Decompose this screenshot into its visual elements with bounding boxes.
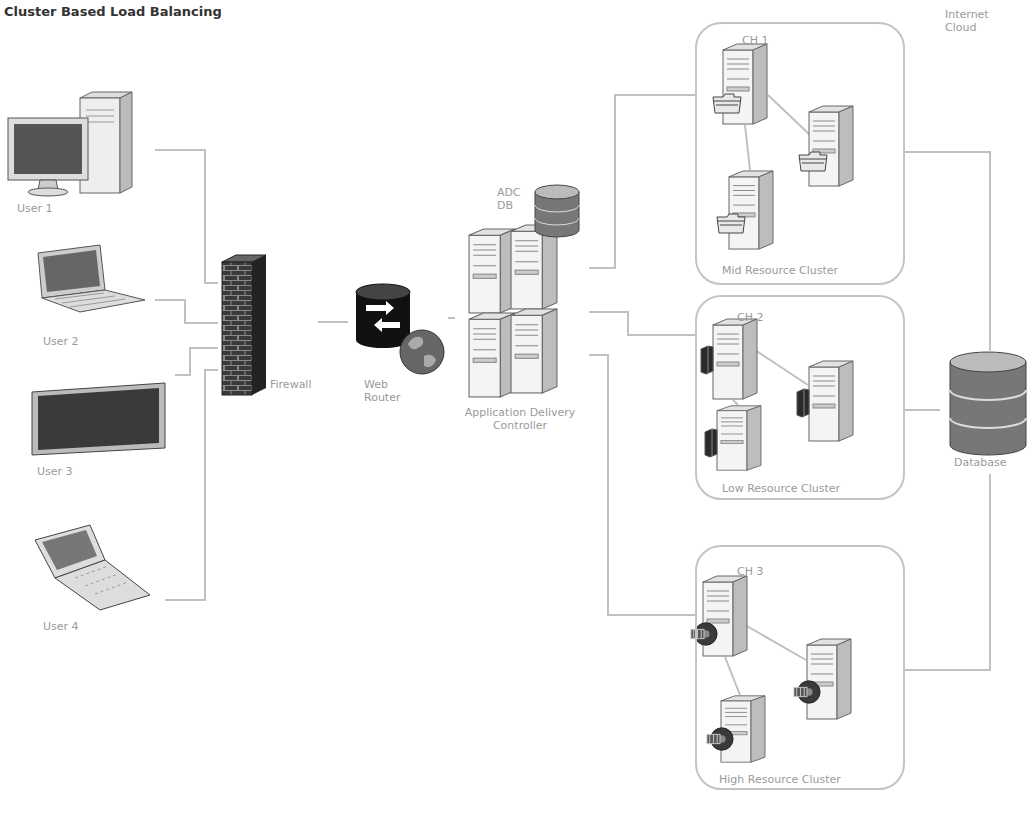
desktop-icon [28, 188, 68, 196]
database-node: Database [940, 352, 1026, 474]
high-cluster-servers [807, 639, 851, 719]
desktop-icon [8, 92, 132, 196]
controller-icon [469, 229, 515, 313]
connector-line [905, 474, 990, 670]
router-icon [408, 337, 436, 367]
user-node: User 1 [5, 92, 155, 222]
desktop-icon [14, 124, 82, 174]
laptop-icon [38, 245, 145, 312]
database-icon [950, 352, 1026, 455]
router-icon [356, 284, 444, 374]
desktop-icon [8, 118, 88, 180]
firewall-icon [222, 255, 266, 395]
node-label: User 3 [37, 465, 73, 478]
node-label: Web Router [364, 378, 400, 404]
adc-db-node: ADC DB [495, 180, 585, 242]
low-cluster-servers [797, 389, 809, 417]
phone-icon [42, 530, 97, 570]
controller-icon [511, 225, 557, 309]
adc-db-icon [535, 185, 579, 237]
firewall-icon [222, 262, 252, 395]
database-icon [950, 362, 1026, 455]
database-icon [950, 352, 1026, 372]
node-label: High Resource Cluster [719, 773, 841, 786]
high-cluster-servers [691, 576, 851, 762]
tablet-icon [38, 388, 159, 450]
node-label: CH 3 [737, 565, 763, 578]
router-icon [366, 301, 400, 332]
router-icon [356, 284, 410, 300]
mid-cluster-servers [713, 44, 853, 249]
mid-cluster-servers [809, 106, 853, 186]
high-cluster-servers [794, 681, 820, 703]
connector-line [318, 321, 348, 323]
laptop-icon [38, 245, 105, 298]
controller-icon [469, 225, 557, 397]
laptop-icon [55, 293, 125, 307]
adc-db-icon [535, 185, 579, 199]
phone-icon [55, 560, 150, 610]
high-cluster-servers [707, 728, 733, 750]
region-label: Internet Cloud [945, 8, 989, 34]
controller-node: Application Delivery Controller [455, 242, 589, 442]
node-label: Mid Resource Cluster [722, 264, 838, 277]
connector-line [589, 95, 695, 268]
connector-line [905, 152, 990, 352]
connector-line [589, 355, 695, 615]
cluster-box: CH 2 Low Resource Cluster [695, 295, 905, 500]
firewall-node: Firewall [218, 255, 318, 400]
phone-icon [75, 566, 128, 594]
user-node: User 4 [5, 520, 165, 640]
connector-line [448, 317, 455, 319]
cluster-box: CH 3 High Resource Cluster [695, 545, 905, 790]
node-label: Low Resource Cluster [722, 482, 840, 495]
tablet-icon [32, 383, 165, 455]
controller-icon [469, 313, 515, 397]
connector-line [155, 150, 218, 283]
node-label: Firewall [270, 378, 311, 391]
connector-line [155, 300, 218, 323]
low-cluster-servers [701, 346, 713, 374]
node-label: CH 1 [742, 34, 768, 47]
firewall-icon [252, 255, 266, 395]
controller-icon [511, 309, 557, 393]
low-cluster-servers [717, 406, 761, 470]
mid-cluster-servers [729, 171, 773, 249]
diagram-title: Cluster Based Load Balancing [4, 4, 222, 19]
user-node: User 2 [5, 240, 155, 355]
cluster-box: CH 1 Mid Resource Cluster [695, 22, 905, 285]
tablet-icon [32, 383, 165, 455]
mid-cluster-servers [799, 152, 827, 171]
low-cluster-servers [809, 361, 853, 441]
low-cluster-servers [701, 319, 853, 470]
node-label: User 2 [43, 335, 79, 348]
node-label: ADC DB [497, 186, 521, 212]
connector-line [905, 409, 940, 411]
node-label: User 1 [17, 202, 53, 215]
desktop-icon [120, 92, 132, 193]
database-icon [950, 390, 1026, 428]
low-cluster-servers [705, 429, 717, 457]
node-label: User 4 [43, 620, 79, 633]
node-label: Application Delivery Controller [455, 406, 585, 432]
phone-icon [35, 525, 150, 610]
adc-db-icon [535, 205, 579, 225]
laptop-icon [43, 250, 100, 292]
low-cluster-servers [713, 319, 757, 399]
mid-cluster-servers [713, 94, 741, 113]
node-label: Database [954, 456, 1007, 469]
mid-cluster-servers [717, 214, 745, 233]
connector-line [165, 370, 218, 600]
desktop-icon [86, 110, 114, 122]
router-icon [400, 330, 444, 374]
node-label: CH 2 [737, 311, 763, 324]
router-node: Web Router [348, 278, 448, 408]
user-node: User 3 [5, 375, 175, 485]
laptop-icon [42, 290, 145, 312]
connector-line [589, 312, 695, 335]
